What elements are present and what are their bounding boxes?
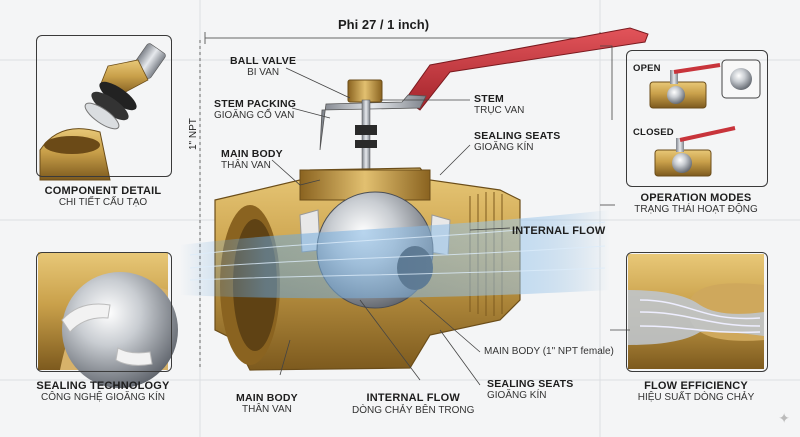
open-label: OPEN: [633, 63, 661, 74]
npt-dimension-label: 1" NPT: [188, 118, 199, 150]
sealing-technology-art: [38, 252, 178, 388]
flow-lines: [189, 221, 606, 281]
main-body-bottom-title: MAIN BODY: [236, 392, 298, 404]
stem-title: STEM: [474, 93, 504, 105]
component-detail-art: [39, 43, 166, 181]
sealing-technology-panel: [36, 252, 172, 372]
closed-label: CLOSED: [633, 127, 674, 138]
callout-main-body-npt: MAIN BODY (1" NPT female): [484, 346, 614, 357]
sparkle-icon: ✦: [778, 410, 790, 426]
sealing-seats-top-title: SEALING SEATS: [474, 130, 561, 142]
sealing-technology-title: SEALING TECHNOLOGY: [36, 380, 170, 392]
stem-subtitle: TRỤC VAN: [474, 105, 525, 117]
callout-main-body-top: MAIN BODY THÂN VAN: [221, 148, 283, 172]
operation-modes-art: [649, 59, 761, 177]
internal-flow-bottom-title: INTERNAL FLOW: [366, 392, 460, 404]
callout-internal-flow-bottom: INTERNAL FLOW DÒNG CHẢY BÊN TRONG: [352, 392, 474, 416]
callout-stem: STEM TRỤC VAN: [474, 93, 524, 117]
callout-internal-flow-right: INTERNAL FLOW: [512, 225, 606, 237]
operation-modes-caption: OPERATION MODES TRẠNG THÁI HOẠT ĐỘNG: [616, 192, 776, 215]
internal-flow-bottom-subtitle: DÒNG CHẢY BÊN TRONG: [352, 404, 475, 416]
main-body-top-title: MAIN BODY: [221, 148, 283, 160]
ball-valve-subtitle: BI VAN: [247, 67, 280, 79]
component-detail-title: COMPONENT DETAIL: [44, 185, 162, 197]
flow-efficiency-subtitle: HIỆU SUẤT DÒNG CHẢY: [637, 392, 755, 403]
component-detail-subtitle: CHI TIẾT CẤU TẠO: [58, 197, 148, 208]
sealing-seats-top-subtitle: GIOĂNG KÍN: [474, 142, 534, 154]
sealing-seats-bottom-title: SEALING SEATS: [487, 378, 574, 390]
flow-efficiency-title: FLOW EFFICIENCY: [644, 380, 748, 392]
ball-valve-title: BALL VALVE: [230, 55, 297, 67]
sealing-technology-subtitle: CÔNG NGHỆ GIOĂNG KÍN: [41, 392, 165, 403]
callout-ball-valve: BALL VALVE BI VAN: [230, 55, 296, 79]
component-detail-panel: [36, 35, 172, 177]
stem-packing-title: STEM PACKING: [214, 98, 297, 110]
operation-modes-subtitle: TRẠNG THÁI HOẠT ĐỘNG: [634, 204, 758, 215]
main-body-top-subtitle: THÂN VAN: [221, 160, 271, 172]
main-body-bottom-subtitle: THÂN VAN: [242, 404, 292, 416]
stem-packing-subtitle: GIOĂNG CỔ VAN: [214, 110, 295, 122]
leader-lines: [271, 45, 630, 386]
component-detail-caption: COMPONENT DETAIL CHI TIẾT CẤU TẠO: [23, 185, 183, 208]
callout-stem-packing: STEM PACKING GIOĂNG CỔ VAN: [214, 98, 296, 122]
flow-efficiency-panel: [626, 252, 768, 372]
callout-sealing-seats-top: SEALING SEATS GIOĂNG KÍN: [474, 130, 560, 154]
sealing-technology-caption: SEALING TECHNOLOGY CÔNG NGHỆ GIOĂNG KÍN: [23, 380, 183, 403]
operation-modes-title: OPERATION MODES: [640, 192, 752, 204]
flow-efficiency-caption: FLOW EFFICIENCY HIỆU SUẤT DÒNG CHẢY: [616, 380, 776, 403]
sealing-seats-bottom-subtitle: GIOĂNG KÍN: [487, 390, 547, 402]
internal-flow-stream: [180, 210, 610, 299]
flow-efficiency-art: [628, 254, 764, 369]
callout-main-body-bottom: MAIN BODY THÂN VAN: [236, 392, 298, 416]
operation-modes-panel: [626, 50, 768, 187]
size-title: Phi 27 / 1 inch): [338, 17, 430, 32]
callout-sealing-seats-bottom: SEALING SEATS GIOĂNG KÍN: [487, 378, 573, 402]
main-valve-art: [214, 27, 649, 371]
